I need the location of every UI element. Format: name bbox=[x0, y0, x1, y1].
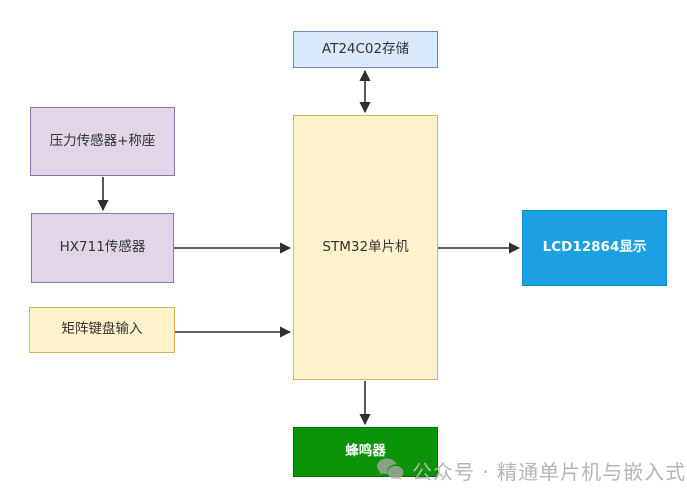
node-at24c02-storage: AT24C02存储 bbox=[293, 31, 438, 68]
node-label: AT24C02存储 bbox=[321, 40, 410, 57]
node-lcd12864-display: LCD12864显示 bbox=[522, 210, 667, 286]
node-label: 蜂鸣器 bbox=[345, 443, 386, 460]
node-pressure-sensor: 压力传感器+称座 bbox=[30, 107, 175, 176]
node-label: HX711传感器 bbox=[59, 239, 146, 256]
node-stm32-mcu: STM32单片机 bbox=[293, 115, 438, 380]
node-buzzer: 蜂鸣器 bbox=[293, 427, 438, 477]
node-label: STM32单片机 bbox=[322, 238, 409, 255]
node-matrix-keypad: 矩阵键盘输入 bbox=[29, 307, 175, 353]
node-label: LCD12864显示 bbox=[542, 239, 647, 256]
node-label: 压力传感器+称座 bbox=[49, 132, 156, 149]
node-label: 矩阵键盘输入 bbox=[61, 321, 143, 338]
node-hx711-sensor: HX711传感器 bbox=[31, 213, 174, 283]
